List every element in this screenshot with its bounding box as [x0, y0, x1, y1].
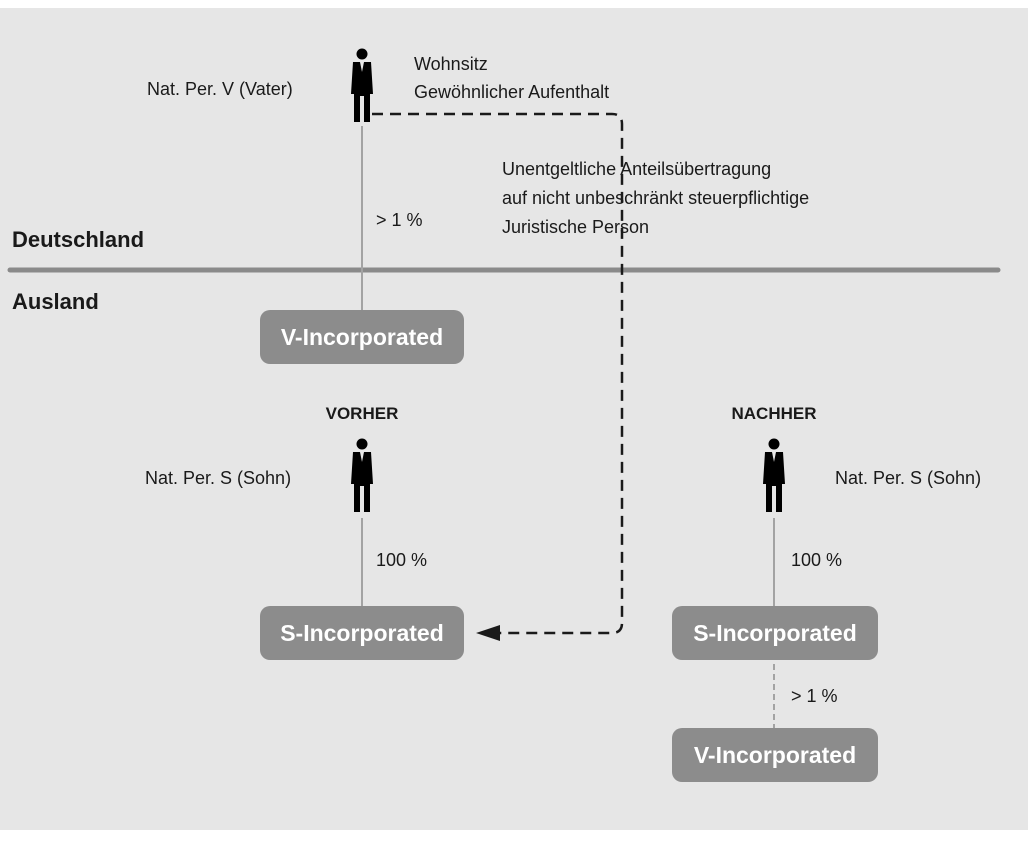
person-icon — [351, 438, 373, 512]
transfer-line2: auf nicht unbeschränkt steuerpflichtige — [502, 188, 810, 208]
connector-lines — [7, 112, 1001, 728]
diagram-canvas: Deutschland Ausland Nat. Per. V (Vater) … — [0, 8, 1028, 830]
s-incorporated-box-after: S-Incorporated — [672, 606, 878, 660]
transfer-line1: Unentgeltliche Anteilsübertragung — [502, 159, 772, 179]
transfer-line3: Juristische Person — [502, 217, 650, 237]
v-incorporated-box: V-Incorporated — [260, 310, 464, 364]
person-icon — [351, 48, 373, 122]
v-incorporated-box-after: V-Incorporated — [672, 728, 878, 782]
son-before-stake-label: 100 % — [376, 550, 428, 570]
father-label: Nat. Per. V (Vater) — [147, 79, 293, 99]
region-label-deutschland: Deutschland — [12, 227, 145, 252]
son-before-label: Nat. Per. S (Sohn) — [145, 468, 292, 488]
father-stake-label: > 1 % — [376, 210, 423, 230]
son-after-stake-label: 100 % — [791, 550, 843, 570]
residence-line1: Wohnsitz — [414, 54, 488, 74]
arrow-head-icon — [476, 625, 500, 641]
before-heading: VORHER — [325, 404, 399, 423]
sub-stake-label: > 1 % — [791, 686, 838, 706]
person-icon — [763, 438, 785, 512]
s-incorporated-box-before: S-Incorporated — [260, 606, 464, 660]
residence-line2: Gewöhnlicher Aufenthalt — [414, 82, 610, 102]
son-after-label: Nat. Per. S (Sohn) — [835, 468, 982, 488]
after-heading: NACHHER — [731, 404, 817, 423]
region-label-ausland: Ausland — [12, 289, 99, 314]
transfer-dashed-path — [372, 112, 624, 635]
